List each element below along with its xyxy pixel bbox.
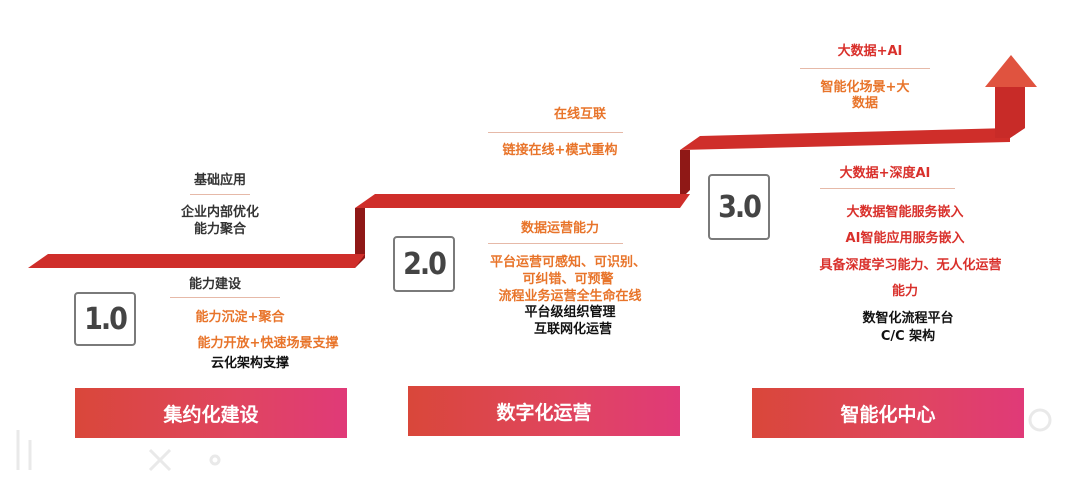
divider xyxy=(190,194,250,195)
stage2-top-line: 链接在线+模式重构 xyxy=(502,143,618,158)
stage1-orange-line-2: 能力开放+快速场景支撑 xyxy=(197,336,339,351)
stage2-sub-title: 数据运营能力 xyxy=(520,221,599,236)
divider xyxy=(488,243,623,244)
divider xyxy=(800,68,930,69)
step-1 xyxy=(28,254,365,268)
divider xyxy=(170,297,280,298)
stage2-black-line-1: 平台级组织管理 xyxy=(524,305,616,320)
stage2-top-title: 在线互联 xyxy=(553,107,606,122)
stage1-top-title: 基础应用 xyxy=(193,173,246,188)
divider xyxy=(488,132,623,133)
stage2-orange-line-3: 流程业务运营全生命在线 xyxy=(498,289,642,304)
stage1-top-line-1: 企业内部优化 xyxy=(180,205,259,220)
step-2 xyxy=(355,194,690,208)
step-3 xyxy=(680,128,1010,150)
stage-bar-1: 集约化建设 xyxy=(75,388,347,438)
stage3-red-line-3: 具备深度学习能力、无人化运营 xyxy=(819,258,1002,273)
decorative-marks xyxy=(16,408,1052,472)
arrow-shaft xyxy=(995,85,1025,138)
stage2-black-line-2: 互联网化运营 xyxy=(533,322,612,337)
version-badge-3: 3.0 xyxy=(708,174,770,240)
arrow-head xyxy=(985,55,1037,87)
stage3-black-line-1: 数智化流程平台 xyxy=(862,311,954,326)
stage1-top-line-2: 能力聚合 xyxy=(193,222,246,237)
stage3-sub-title: 大数据+深度AI xyxy=(839,166,931,181)
stage1-orange-line-1: 能力沉淀+聚合 xyxy=(195,310,285,325)
stage3-black-line-2: C/C 架构 xyxy=(880,329,936,344)
stage3-red-line-4: 能力 xyxy=(891,284,918,299)
stage2-orange-line-2: 可纠错、可预警 xyxy=(522,272,614,287)
stage-bar-3: 智能化中心 xyxy=(752,388,1024,438)
stage3-red-line-1: 大数据智能服务嵌入 xyxy=(846,205,964,220)
stage-bar-2: 数字化运营 xyxy=(408,386,680,436)
stage3-top-line-1: 智能化场景+大 xyxy=(820,80,910,95)
riser-2 xyxy=(680,150,690,200)
stage1-black-line: 云化架构支撑 xyxy=(210,356,289,371)
version-badge-1: 1.0 xyxy=(74,292,136,346)
stage3-top-line-2: 数据 xyxy=(851,96,878,111)
version-badge-2: 2.0 xyxy=(393,236,455,292)
stage3-red-line-2: AI智能应用服务嵌入 xyxy=(845,231,965,246)
stage1-sub-title: 能力建设 xyxy=(188,277,241,292)
stage3-top-title: 大数据+AI xyxy=(837,44,903,59)
stage2-orange-line-1: 平台运营可感知、可识别、 xyxy=(489,255,646,270)
divider xyxy=(820,188,955,189)
riser-1 xyxy=(355,208,365,268)
